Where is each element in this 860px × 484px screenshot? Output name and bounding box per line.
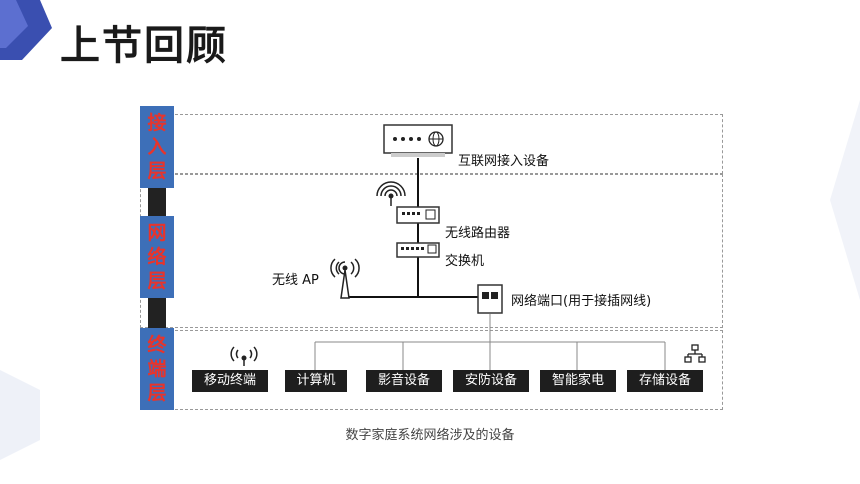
router-icon	[396, 206, 440, 224]
layer-spine	[148, 186, 166, 216]
terminal-smart-appliance: 智能家电	[540, 370, 616, 392]
internet-access-device-label: 互联网接入设备	[458, 154, 550, 169]
wifi-icon	[376, 181, 406, 206]
terminal-mobile: 移动终端	[192, 370, 268, 392]
antenna-icon	[330, 258, 360, 299]
decor-bottom-left-shape	[0, 370, 40, 460]
decor-right-shape	[830, 100, 860, 300]
decor-top-left-shape	[0, 0, 52, 60]
terminal-computer: 计算机	[285, 370, 347, 392]
switch-icon	[396, 242, 440, 258]
layer-spine	[148, 298, 166, 328]
slide-title: 上节回顾	[60, 23, 228, 69]
globe-icon	[383, 124, 453, 157]
wifi-icon	[230, 346, 258, 366]
network-layer-label: 网 络 层	[140, 216, 174, 298]
access-layer-label: 接 入 层	[140, 106, 174, 188]
wireless-ap-label: 无线 AP	[272, 273, 319, 288]
terminal-security: 安防设备	[453, 370, 529, 392]
home-network-diagram: 接 入 层 网 络 层 终 端 层 互联网接入设备	[140, 100, 730, 415]
terminal-storage: 存储设备	[627, 370, 703, 392]
diagram-caption: 数字家庭系统网络涉及的设备	[345, 428, 515, 443]
terminal-layer-label: 终 端 层	[140, 328, 174, 410]
switch-label: 交换机	[445, 254, 485, 269]
network-port-icon	[477, 284, 503, 314]
terminal-av: 影音设备	[366, 370, 442, 392]
wireless-router-label: 无线路由器	[445, 226, 511, 241]
network-topology-icon	[684, 344, 706, 363]
network-port-label: 网络端口(用于接插网线)	[511, 294, 652, 309]
